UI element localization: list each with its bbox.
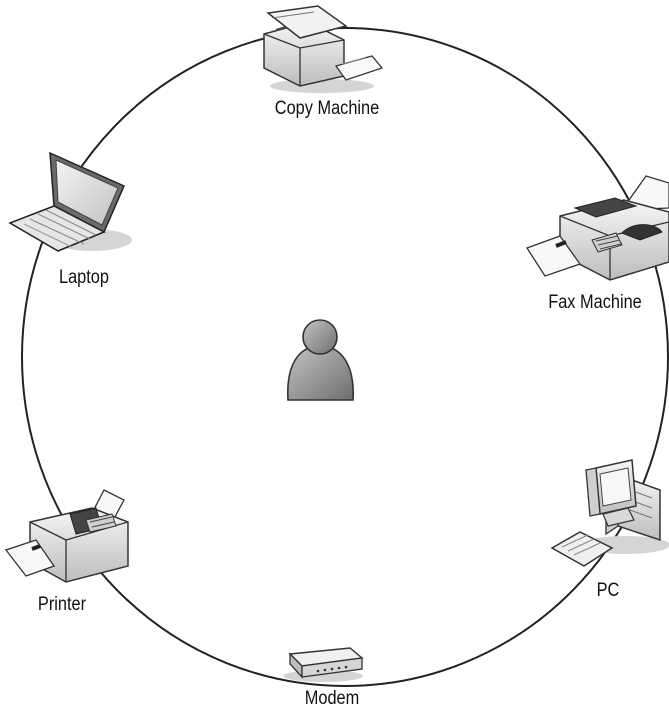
ring-connection <box>21 27 669 687</box>
pc-icon <box>550 459 669 567</box>
pc-label: PC <box>596 580 620 601</box>
laptop-label: Laptop <box>59 267 109 288</box>
printer-icon <box>4 489 129 583</box>
modem-icon <box>283 647 364 682</box>
user-icon <box>287 319 354 401</box>
fax-machine-label: Fax Machine <box>548 292 642 313</box>
copy-machine-icon <box>263 5 384 93</box>
modem-label: Modem <box>304 688 360 709</box>
printer-label: Printer <box>37 594 87 615</box>
laptop-icon <box>8 151 132 252</box>
fax-machine-icon <box>526 175 669 281</box>
copy-machine-label: Copy Machine <box>274 98 380 119</box>
